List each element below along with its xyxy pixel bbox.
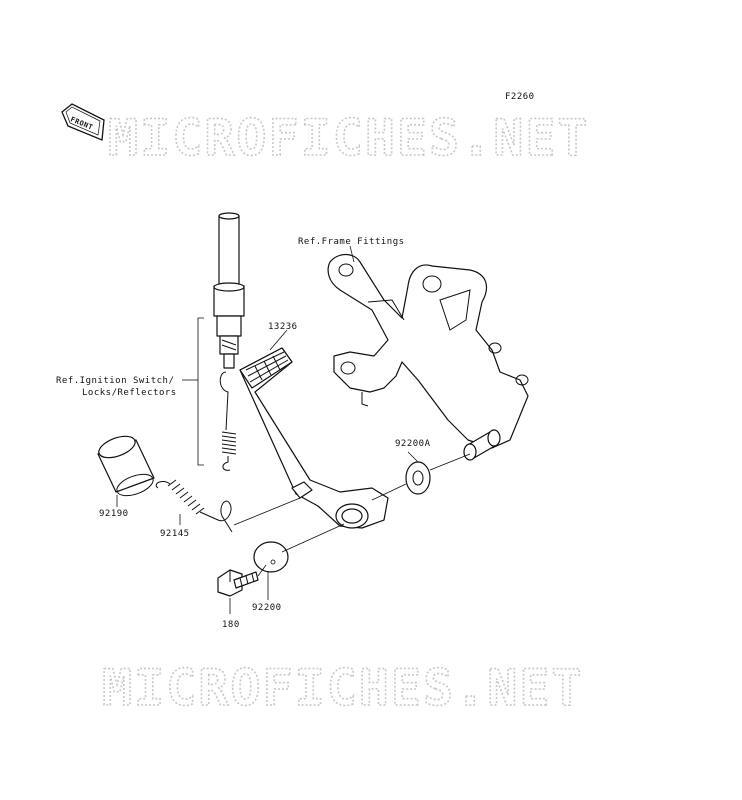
label-92145: 92145 — [160, 529, 190, 539]
washer-92200 — [253, 541, 289, 573]
label-92200a: 92200A — [395, 439, 431, 449]
label-180: 180 — [222, 620, 240, 630]
frame-fitting-bracket — [327, 253, 529, 449]
pivot-shaft — [463, 429, 501, 461]
brake-light-switch — [213, 212, 245, 369]
label-92200: 92200 — [252, 603, 282, 613]
front-arrow-icon: FRONT — [61, 103, 105, 141]
ignition-ref-bracket — [197, 317, 204, 466]
washer-92200a — [405, 461, 431, 495]
label-ref-ignition-1: Ref.Ignition Switch/ — [56, 376, 174, 386]
watermark-bottom: MICROFICHES.NET — [102, 659, 584, 717]
switch-spring — [219, 371, 237, 471]
label-ref-ignition-2: Locks/Reflectors — [82, 388, 177, 398]
bolt-180 — [217, 569, 259, 597]
watermark-top: MICROFICHES.NET — [108, 109, 590, 167]
return-spring-92145 — [155, 479, 233, 533]
label-92190: 92190 — [99, 509, 129, 519]
label-13236: 13236 — [268, 322, 298, 332]
sleeve-92190 — [97, 435, 155, 497]
leader-lines — [116, 245, 471, 614]
figure-code: F2260 — [505, 92, 535, 102]
brake-pedal — [239, 347, 389, 529]
label-ref-frame-fittings: Ref.Frame Fittings — [298, 237, 405, 247]
